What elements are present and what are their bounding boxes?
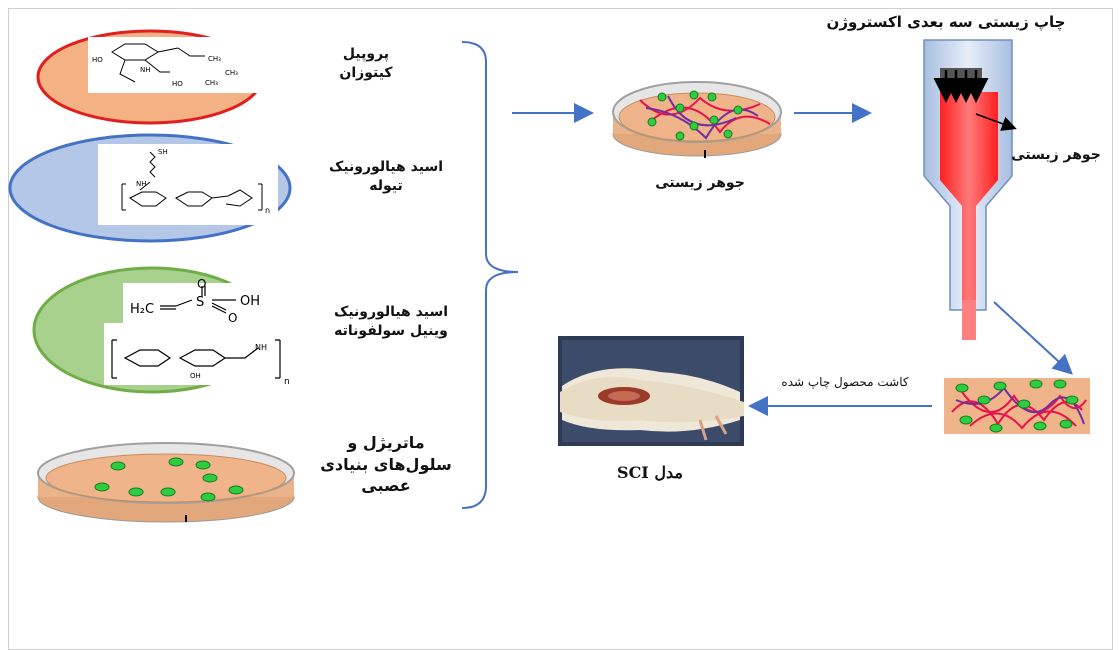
svg-text:CH₃: CH₃ <box>225 69 238 77</box>
svg-text:O: O <box>197 277 206 291</box>
thiolated-ha-ellipse: SH NH n <box>8 133 292 243</box>
label-culture: کاشت محصول چاپ شده <box>781 375 909 389</box>
vinyl-sulfonate-ha-ellipse: H₂C S O O OH NH n OH <box>32 266 292 394</box>
grouping-brace <box>461 41 519 509</box>
svg-text:CH₃: CH₃ <box>205 79 218 87</box>
svg-text:NH: NH <box>255 343 267 352</box>
vinyl-sulfonate-structure <box>111 286 281 379</box>
svg-text:NH: NH <box>136 180 147 188</box>
bioink-petri-dish <box>612 81 782 158</box>
svg-text:NH: NH <box>140 66 151 74</box>
matrigel-petri-dish <box>37 442 295 523</box>
svg-text:CH₃: CH₃ <box>208 55 221 63</box>
svg-text:H₂C: H₂C <box>130 302 154 317</box>
diagram-canvas: HO NH HO CH₃ CH₃ CH₃ SH NH n <box>8 29 1090 523</box>
svg-text:S: S <box>196 295 204 310</box>
plunger-arrows <box>933 70 989 103</box>
svg-text:SH: SH <box>158 148 168 156</box>
bioink-cells <box>647 90 743 141</box>
stem-cells <box>94 457 244 502</box>
svg-text:n: n <box>265 206 270 215</box>
chitosan-ellipse: HO NH HO CH₃ CH₃ CH₃ <box>36 29 269 125</box>
svg-text:OH: OH <box>190 372 201 380</box>
printed-scaffold <box>944 378 1090 434</box>
label-printer-bioink: جوهر زیستی <box>1011 147 1101 163</box>
svg-text:HO: HO <box>92 56 103 64</box>
rat-model-photo <box>558 336 744 446</box>
svg-text:OH: OH <box>240 294 260 309</box>
label-propyl-chitosan: پروپیل کیتوزان <box>339 46 393 81</box>
chitosan-structure <box>111 43 205 83</box>
svg-text:HO: HO <box>172 80 183 88</box>
label-matrigel-nsc: ماتریژل و سلول‌های بنیادی عصبی <box>320 433 452 496</box>
label-sci-model: مدل SCI <box>617 463 683 482</box>
thiolated-ha-structure <box>121 151 263 211</box>
label-vinyl-sulfonate-ha: اسید هیالورونیک وینیل سولفوناته <box>333 304 449 339</box>
arrow-to-scaffold <box>993 301 1073 375</box>
svg-text:n: n <box>284 377 290 387</box>
printer-title: چاپ زیستی سه بعدی اکستروژن <box>826 13 1066 31</box>
ink-pointer-arrow <box>975 113 1017 131</box>
extrusion-nozzle <box>923 39 1017 340</box>
scaffold-cells <box>955 379 1079 433</box>
label-thiolated-ha: اسید هیالورونیک تیوله <box>328 159 444 194</box>
svg-text:O: O <box>228 311 237 325</box>
label-bioink: جوهر زیستی <box>655 175 745 191</box>
